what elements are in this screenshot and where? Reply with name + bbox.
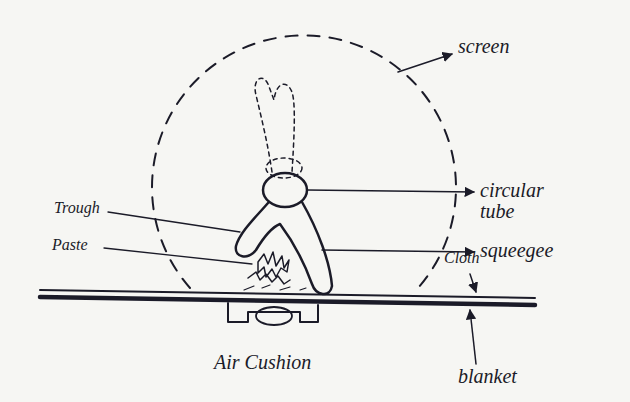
screen-circle: [152, 35, 456, 288]
paste-dots: [244, 285, 306, 290]
blanket-line: [40, 297, 535, 305]
leader-line: [307, 190, 474, 192]
part-label: screen: [458, 36, 509, 57]
part-label: Trough: [54, 200, 100, 217]
leader-line: [398, 54, 452, 72]
squeegee: [236, 202, 332, 294]
part-label: Cloth: [444, 250, 480, 267]
part-label: Paste: [52, 237, 88, 254]
leader-line: [104, 248, 252, 264]
squeegee-ghost: [255, 78, 294, 172]
part-label: circular tube: [480, 180, 552, 222]
circular-tube: [263, 173, 307, 207]
leader-line: [470, 310, 476, 364]
leader-line: [470, 274, 476, 292]
air-cushion: [256, 307, 292, 325]
paste: [248, 252, 290, 284]
air-cushion-housing: [228, 303, 318, 322]
leader-line: [108, 212, 240, 232]
part-label: squeegee: [480, 240, 553, 261]
part-label: blanket: [458, 366, 517, 387]
part-label: Air Cushion: [214, 352, 311, 373]
